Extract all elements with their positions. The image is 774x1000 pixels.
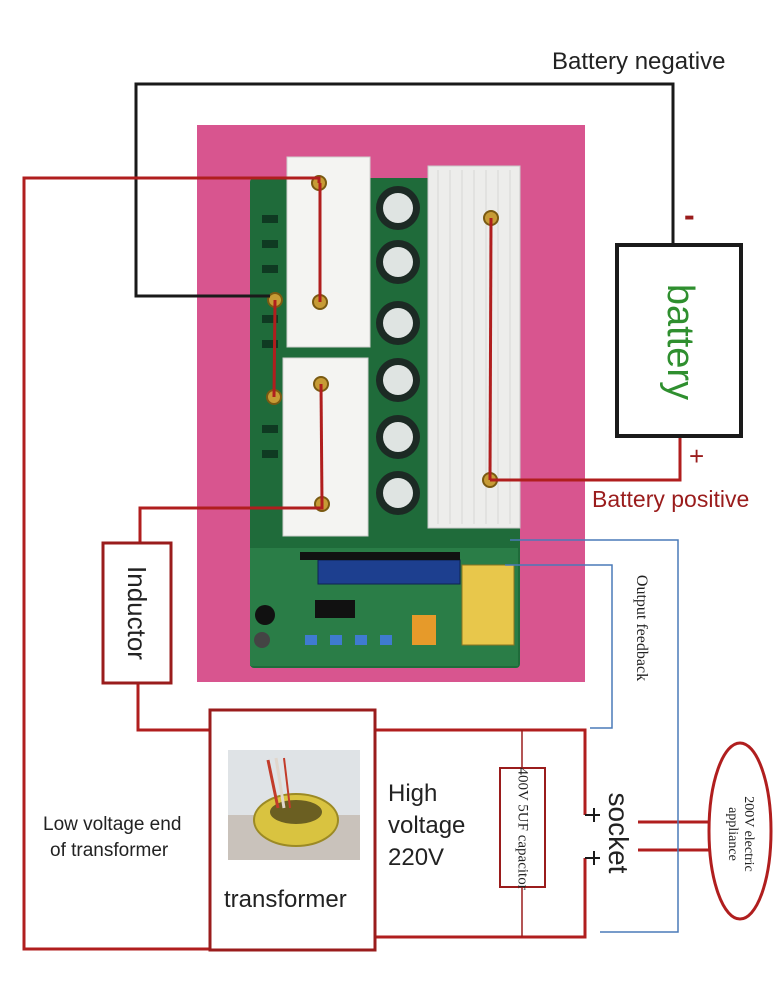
control-chip-row [300,552,460,560]
socket-label: socket [603,792,634,874]
appliance-ellipse [707,741,773,921]
output-feedback-wires [505,539,679,933]
low-voltage-label-line2: of transformer [50,840,169,861]
high-voltage-label-line1: High [388,780,438,807]
capacitor-label: 400V 5UF capacitor [514,767,531,890]
battery-box [615,243,743,438]
socket-appliance-wires [638,820,712,852]
yellow-transformer-small [461,564,515,646]
battery-positive-label: Battery positive [592,486,750,512]
inductor-label: Inductor [122,566,152,660]
small-capacitor-2 [254,632,270,648]
plus-sign-label: + [689,441,705,471]
high-voltage-label-line3: 220V [388,844,445,871]
capacitor-box [499,767,546,888]
orange-relay [412,615,436,645]
lcd-display-module [317,559,461,585]
ic-chip [315,600,355,618]
small-capacitor [255,605,275,625]
toroidal-transformer-picture [228,750,360,860]
minus-sign-label: - [684,197,695,233]
heatsink-fins [437,170,511,524]
high-voltage-label-line2: voltage [388,812,466,839]
socket-contacts [585,808,600,865]
transformer-label: transformer [224,886,347,913]
battery-negative-wire [134,82,675,298]
blue-trimmers [305,635,392,645]
transistor-strips [262,215,278,458]
output-feedback-label: Output feedback [633,574,650,682]
appliance-label: 200V electric appliance [725,796,756,872]
red-wires [22,176,682,951]
battery-label: battery [659,283,701,401]
electrolytic-capacitors [376,186,420,515]
inductor-box [101,541,173,685]
battery-negative-label: Battery negative [552,48,726,75]
heatsink-upper [286,156,371,348]
low-voltage-label-line1: Low voltage end [43,814,182,835]
